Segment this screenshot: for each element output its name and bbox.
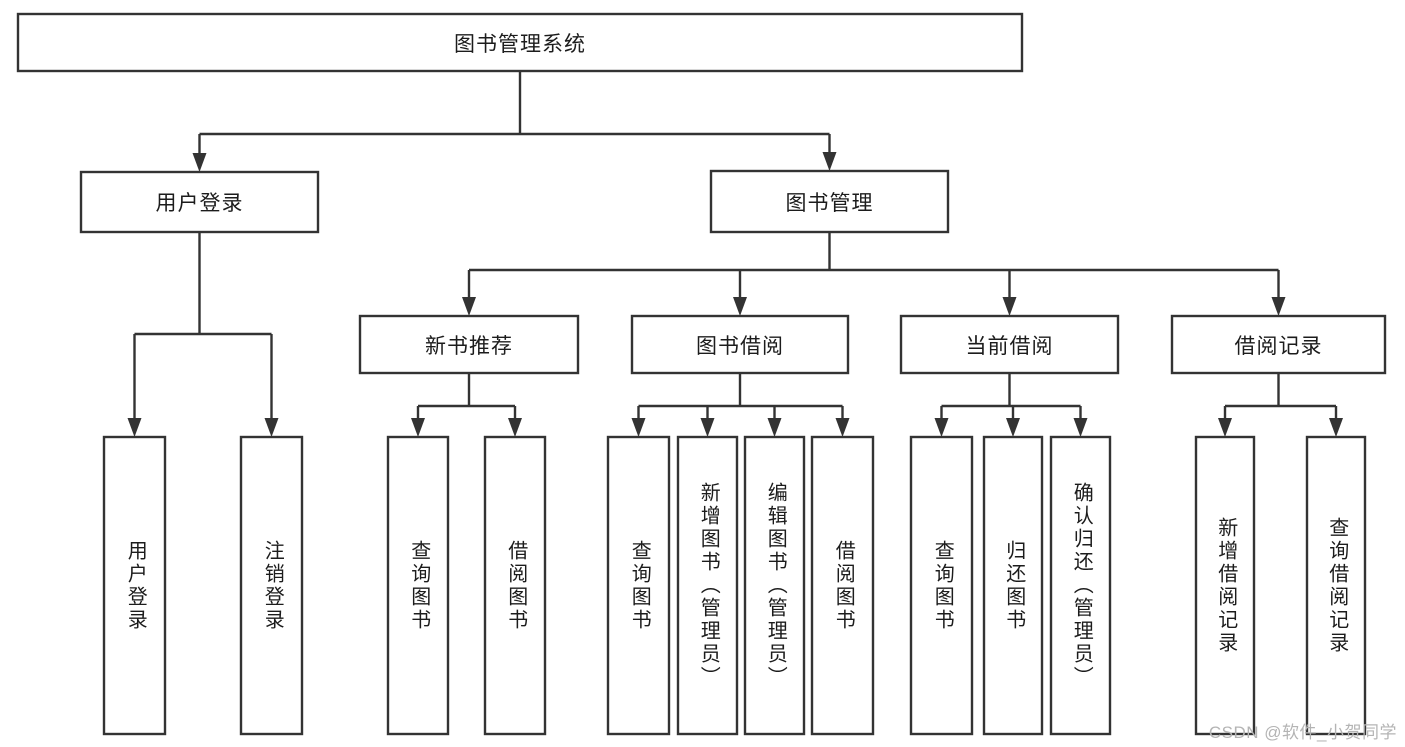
node-label-borrow-record: 借阅记录 bbox=[1234, 334, 1323, 358]
node-box-return-book[interactable] bbox=[982, 435, 1044, 736]
node-label-borrow-book-2: 借阅图书 bbox=[832, 539, 855, 632]
arrow-icon-user-logout bbox=[264, 418, 279, 437]
node-box-user-logout[interactable] bbox=[239, 435, 304, 736]
arrow-icon-book-borrow bbox=[733, 297, 747, 316]
node-box-user-login-do[interactable] bbox=[102, 435, 167, 736]
node-box-borrow-record[interactable] bbox=[1170, 314, 1387, 375]
node-box-confirm-return-admin[interactable] bbox=[1049, 435, 1112, 736]
arrow-icon-edit-book-admin bbox=[767, 418, 782, 437]
node-box-layer bbox=[16, 12, 1387, 736]
arrow-icon-user-login bbox=[192, 153, 207, 172]
arrow-icon-query-book-3 bbox=[934, 418, 949, 437]
node-box-borrow-book-2[interactable] bbox=[810, 435, 875, 736]
arrow-icon-return-book bbox=[1006, 418, 1020, 437]
node-label-current-borrow: 当前借阅 bbox=[965, 334, 1054, 358]
arrow-icon-user-login-do bbox=[127, 418, 142, 437]
node-label-add-borrow-record: 新增借阅记录 bbox=[1214, 516, 1237, 655]
arrow-icon-query-book-2 bbox=[631, 418, 646, 437]
node-label-confirm-return-admin: 确认归还（管理员） bbox=[1070, 482, 1093, 689]
node-box-user-login[interactable] bbox=[79, 170, 320, 234]
node-box-add-book-admin[interactable] bbox=[676, 435, 739, 736]
arrow-icon-borrow-record bbox=[1271, 297, 1286, 316]
node-label-new-book-recommend: 新书推荐 bbox=[425, 334, 513, 358]
arrow-icon-confirm-return-admin bbox=[1073, 418, 1088, 437]
arrow-icon-current-borrow bbox=[1002, 297, 1017, 316]
node-box-query-book-2[interactable] bbox=[606, 435, 671, 736]
node-label-user-login: 用户登录 bbox=[155, 192, 244, 215]
node-label-query-book-3: 查询图书 bbox=[931, 539, 954, 632]
node-label-query-borrow-record: 查询借阅记录 bbox=[1325, 516, 1348, 655]
node-box-query-book-1[interactable] bbox=[386, 435, 450, 736]
node-box-add-borrow-record[interactable] bbox=[1194, 435, 1256, 736]
node-label-query-book-1: 查询图书 bbox=[407, 539, 430, 632]
node-label-book-manage: 图书管理 bbox=[785, 191, 874, 215]
arrow-icon-query-book-1 bbox=[411, 418, 425, 437]
node-label-root: 图书管理系统 bbox=[454, 32, 586, 56]
arrow-icon-book-manage bbox=[822, 152, 837, 171]
node-box-root[interactable] bbox=[16, 12, 1024, 73]
node-label-query-book-2: 查询图书 bbox=[628, 539, 651, 632]
node-box-current-borrow[interactable] bbox=[899, 314, 1120, 375]
node-box-edit-book-admin[interactable] bbox=[743, 435, 806, 736]
node-label-user-logout: 注销登录 bbox=[261, 539, 284, 632]
node-label-return-book: 归还图书 bbox=[1002, 539, 1025, 632]
node-label-add-book-admin: 新增图书（管理员） bbox=[697, 482, 720, 689]
node-label-edit-book-admin: 编辑图书（管理员） bbox=[764, 482, 787, 689]
arrow-icon-query-borrow-record bbox=[1329, 418, 1343, 437]
node-box-new-book-recommend[interactable] bbox=[358, 314, 580, 375]
node-box-borrow-book-1[interactable] bbox=[483, 435, 547, 736]
connector-layer bbox=[127, 71, 1343, 437]
node-box-book-manage[interactable] bbox=[709, 169, 950, 234]
arrow-icon-add-book-admin bbox=[700, 418, 715, 437]
node-label-borrow-book-1: 借阅图书 bbox=[504, 539, 527, 632]
node-label-user-login-do: 用户登录 bbox=[124, 539, 147, 632]
node-box-query-borrow-record[interactable] bbox=[1305, 435, 1367, 736]
node-box-book-borrow[interactable] bbox=[630, 314, 850, 375]
arrow-icon-borrow-book-1 bbox=[508, 418, 522, 437]
arrow-icon-add-borrow-record bbox=[1218, 418, 1232, 437]
node-label-book-borrow: 图书借阅 bbox=[696, 334, 784, 358]
node-box-query-book-3[interactable] bbox=[909, 435, 974, 736]
arrow-icon-borrow-book-2 bbox=[835, 418, 850, 437]
arrow-icon-new-book-recommend bbox=[462, 297, 476, 316]
